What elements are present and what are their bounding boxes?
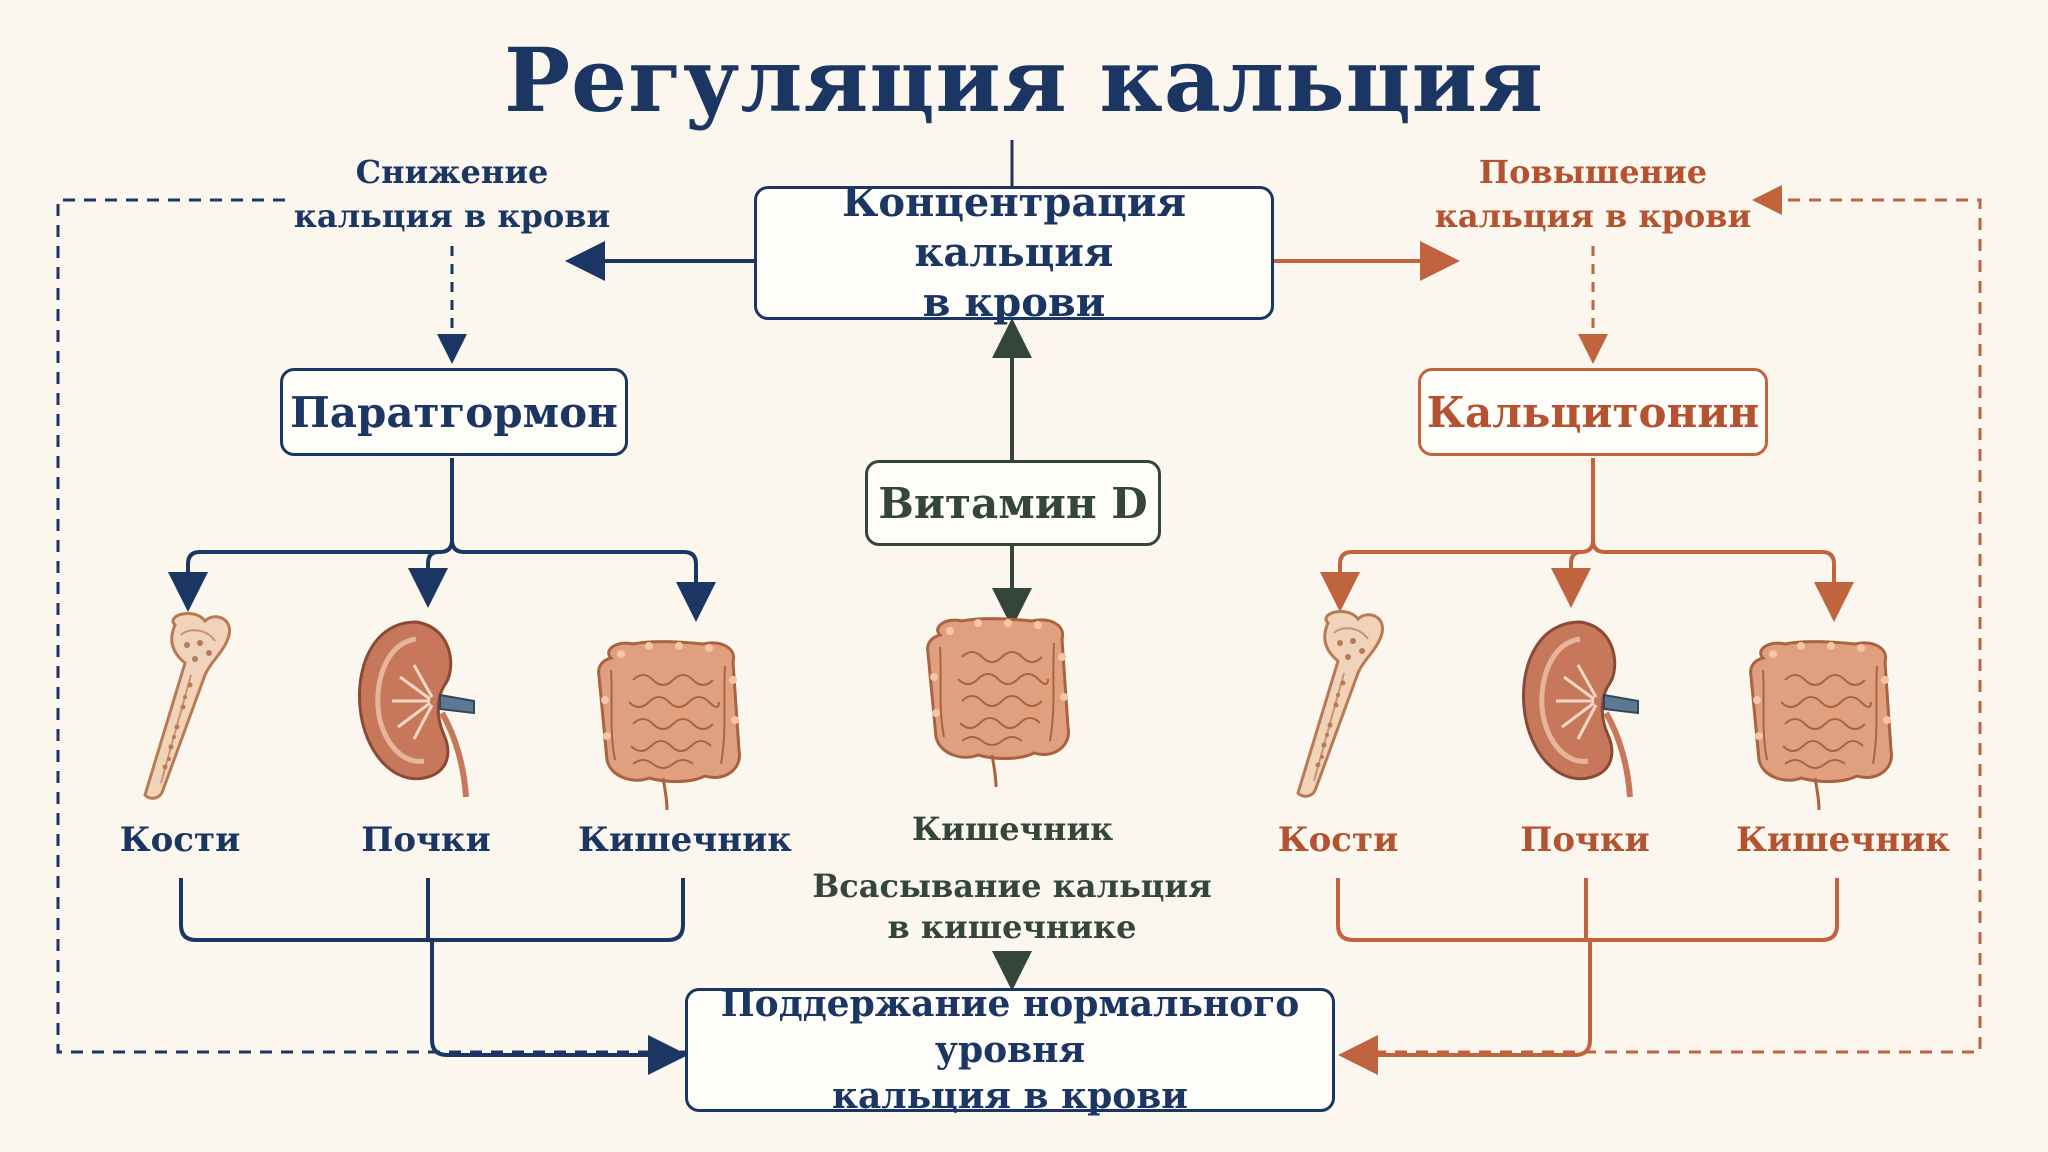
center-intestine-label: Кишечник <box>912 810 1114 848</box>
intestine-icon <box>926 617 1071 789</box>
decrease-label: Снижение кальция в крови <box>282 150 622 238</box>
intestine-icon <box>597 640 742 812</box>
right-intestine-label: Кишечник <box>1736 820 1950 860</box>
vitamin-d-box: Витамин D <box>865 460 1161 546</box>
right-branch-arrows <box>1320 458 1854 622</box>
left-kidneys-label: Почки <box>361 820 491 860</box>
left-merge-lines <box>179 878 688 1075</box>
increase-line-1: Повышение <box>1478 153 1708 191</box>
right-merge-lines <box>1336 878 1839 1075</box>
intestine-icon <box>1749 640 1894 812</box>
absorption-line-1: Всасывание кальция <box>812 867 1212 905</box>
right-bones-label: Кости <box>1277 820 1399 860</box>
left-intestine-label: Кишечник <box>578 820 792 860</box>
kidney-icon <box>359 622 474 797</box>
maintenance-box: Поддержание нормального уровня кальция в… <box>685 983 1335 1117</box>
decrease-line-1: Снижение <box>355 153 549 191</box>
right-feedback-loop <box>1353 185 1982 1054</box>
concentration-line-1: Концентрация кальция <box>841 179 1187 276</box>
absorption-line-2: в кишечнике <box>887 908 1137 946</box>
concentration-box: Концентрация кальция в крови <box>754 179 1274 326</box>
left-branch-arrows <box>168 458 716 622</box>
kidney-icon <box>1523 622 1638 797</box>
left-bones-label: Кости <box>119 820 241 860</box>
bone-icon <box>143 611 232 800</box>
decrease-line-2: кальция в крови <box>293 197 611 235</box>
parathormone-box: Паратгормон <box>280 368 628 456</box>
left-feedback-loop <box>56 198 685 1054</box>
calcitonin-box: Кальцитонин <box>1418 368 1768 456</box>
maintenance-line-1: Поддержание нормального уровня <box>720 983 1300 1071</box>
bone-icon <box>1296 609 1385 798</box>
absorption-label: Всасывание кальция в кишечнике <box>812 866 1212 948</box>
increase-line-2: кальция в крови <box>1434 197 1752 235</box>
maintenance-line-2: кальция в крови <box>831 1075 1188 1117</box>
increase-label: Повышение кальция в крови <box>1423 150 1763 238</box>
right-kidneys-label: Почки <box>1520 820 1650 860</box>
page-title: Регуляция кальция <box>503 28 1545 132</box>
concentration-line-2: в крови <box>922 279 1106 326</box>
